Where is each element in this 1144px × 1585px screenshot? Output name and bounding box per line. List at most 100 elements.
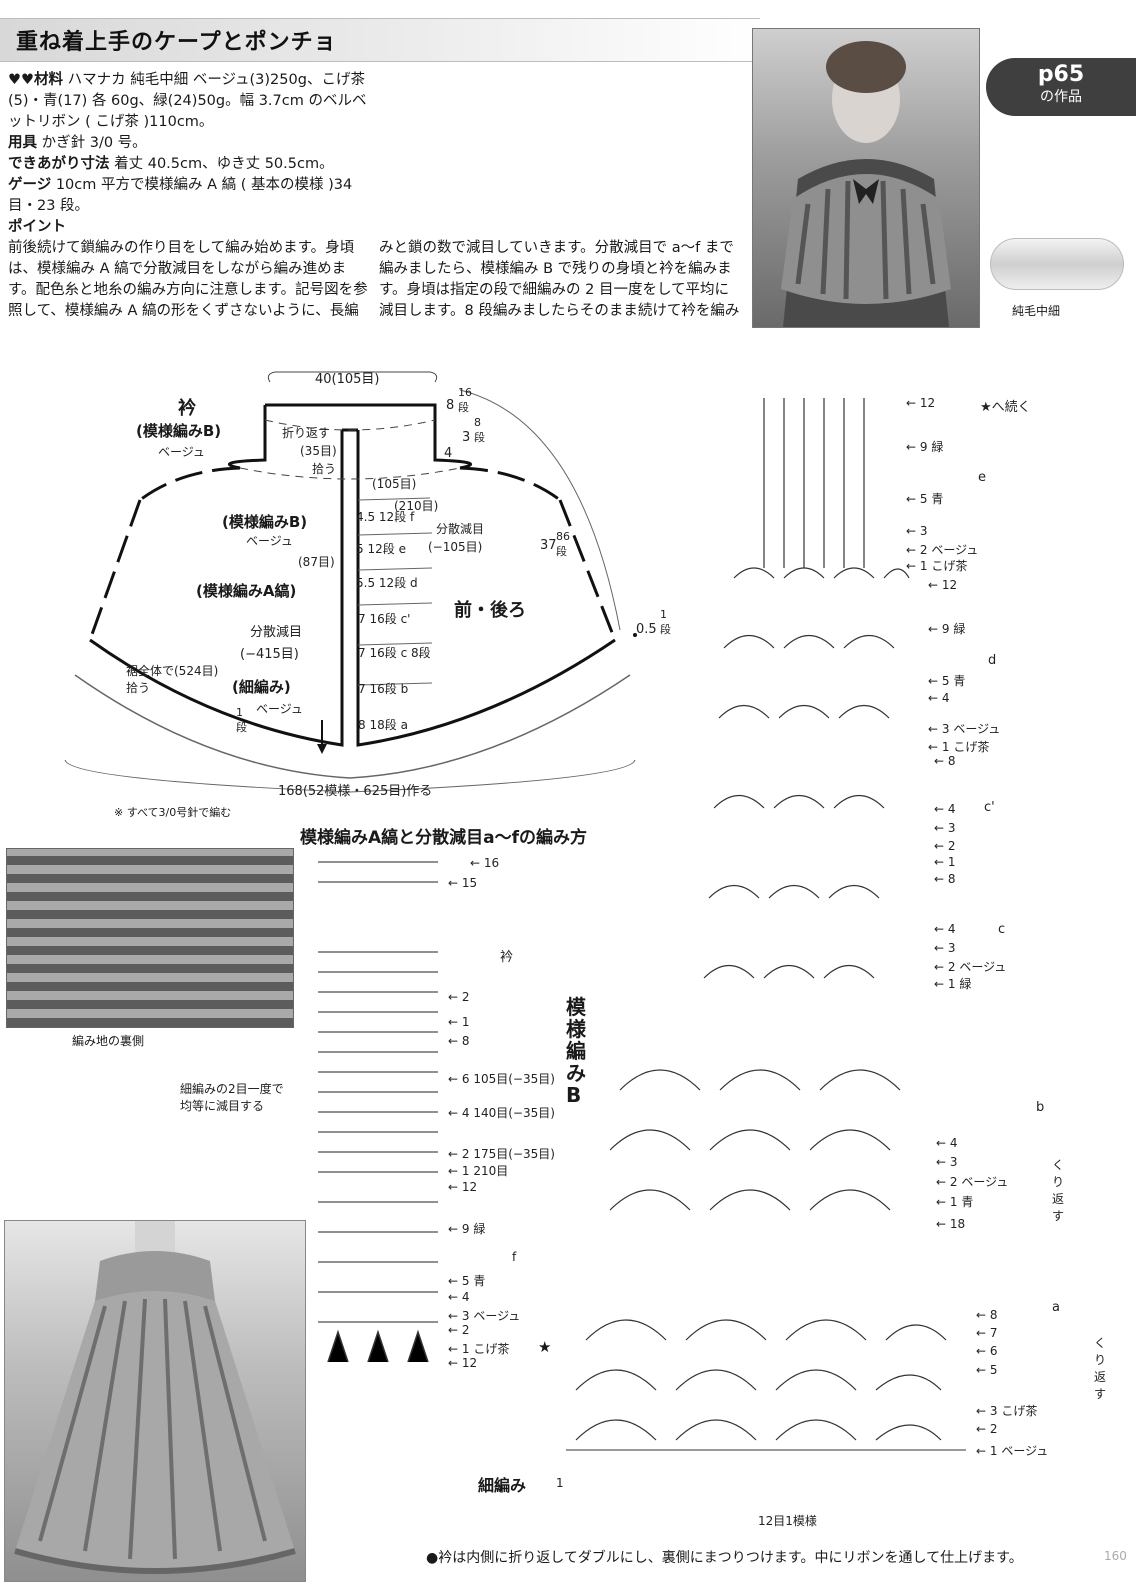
schematic-decrease-right-count: (−105目): [428, 540, 483, 554]
schematic-fold-stitches: (35目): [300, 444, 337, 458]
tools-label: 用具: [8, 135, 37, 151]
row-label: ← 12: [906, 396, 936, 410]
schematic-top-width: 40(105目): [315, 372, 380, 387]
schematic-one-row: 1段: [236, 706, 247, 734]
yarn-sample-image: [990, 238, 1124, 290]
small-row: ← 12: [448, 1180, 478, 1194]
row-label: ← 1: [934, 855, 956, 869]
page-folio: 160: [1104, 1549, 1127, 1563]
segment-e: 5 12段 e: [356, 542, 406, 556]
large-chart-repeat-unit: 12目1模様: [758, 1514, 817, 1528]
model-photo-illustration: [781, 41, 951, 327]
row-label: ← 8: [934, 754, 956, 768]
small-row: ← 8: [448, 1034, 470, 1048]
schematic-bodyA-pattern: (模様編みA縞): [196, 582, 297, 600]
small-row: ← 1 こげ茶: [448, 1342, 510, 1356]
small-row: ← 3 ベージュ: [448, 1309, 521, 1323]
row-label: ← 3: [934, 941, 956, 955]
schematic-side-37: 37: [540, 538, 557, 553]
row-label: ← 1 ベージュ: [976, 1444, 1049, 1458]
size-text: 着丈 40.5cm、ゆき丈 50.5cm。: [114, 156, 334, 172]
section-name-b: b: [1036, 1100, 1045, 1115]
row-label: ← 4: [934, 802, 956, 816]
small-row: ← 5 青: [448, 1274, 486, 1288]
small-chart-grid-lower: [318, 1071, 438, 1363]
row-label: ← 4: [936, 1136, 958, 1150]
small-chart-patternB-label: 模様編みB: [566, 995, 586, 1107]
row-label: ← 2 ベージュ: [936, 1175, 1009, 1189]
row-label: ← 9 緑: [928, 622, 966, 636]
row-label: ← 8: [934, 872, 956, 886]
row-label: ← 7: [976, 1326, 998, 1340]
schematic-sc-label: (細編み): [232, 678, 291, 696]
footer-note: ●衿は内側に折り返してダブルにし、裏側にまつりつけます。中にリボンを通して仕上げ…: [426, 1550, 1023, 1566]
fabric-swatch-photo: [6, 848, 294, 1028]
title-bar: [0, 18, 760, 62]
small-row: ← 2: [448, 990, 470, 1004]
large-chart-upper: [703, 398, 910, 979]
page-badge: p65 の作品: [986, 58, 1136, 116]
row-label: ← 2: [976, 1422, 998, 1436]
schematic-front-back: 前・後ろ: [454, 600, 526, 621]
segment-a: 8 18段 a: [358, 718, 408, 732]
segment-c: 7 16段 c 8段: [358, 646, 431, 660]
section-name-c-prime: c': [984, 800, 995, 815]
row-label: ← 8: [976, 1308, 998, 1322]
row-label: ← 1 こげ茶: [928, 740, 990, 754]
small-row: ← 4 140目(−35目): [448, 1106, 555, 1120]
row-label: ← 2 ベージュ: [934, 960, 1007, 974]
schematic-row-8: 8: [446, 398, 455, 413]
large-chart-continue: ★へ続く: [980, 400, 1031, 415]
cape-mannequin-illustration: [14, 1221, 296, 1574]
section-name-c: c: [998, 922, 1006, 937]
row-label: ← 1 青: [936, 1195, 974, 1209]
row-label: ← 4: [928, 691, 950, 705]
schematic-row-4: 4: [444, 446, 453, 461]
large-chart-a: [566, 1319, 966, 1451]
row-label: ← 3 こげ茶: [976, 1404, 1038, 1418]
schematic-bottom-width: 168(52模様・625目)作る: [278, 784, 433, 799]
small-row: ← 1 210目: [448, 1164, 509, 1178]
small-row: ← 16: [470, 856, 500, 870]
schematic-st210: (210目): [394, 499, 439, 513]
small-chart-title: 模様編みA縞と分散減目a～fの編み方: [300, 828, 588, 848]
small-row-f: f: [512, 1250, 517, 1264]
section-name-e: e: [978, 470, 986, 485]
materials-label: ♥♥材料: [8, 72, 63, 88]
schematic-bodyB-color: ベージュ: [246, 534, 293, 548]
materials-text: ハマナカ 純毛中細 ベージュ(3)250g、こげ茶(5)・青(17) 各 60g…: [8, 72, 367, 130]
schematic-side-1: 1段: [660, 608, 671, 636]
badge-subtitle: の作品: [1040, 89, 1082, 105]
schematic-collar-title: 衿: [178, 398, 196, 419]
row-label: ← 9 緑: [906, 440, 944, 454]
small-row: ← 15: [448, 876, 478, 890]
small-chart-collar-label: 衿: [500, 950, 514, 965]
schematic-bodyB-pattern: (模様編みB): [222, 513, 308, 531]
small-chart-grid: [318, 861, 438, 1053]
row-label: ← 3: [934, 821, 956, 835]
repeat-label-b: くり返す: [1052, 1158, 1065, 1223]
schematic-side-05: 0.5: [636, 622, 657, 637]
segment-d: 5.5 12段 d: [356, 576, 418, 590]
schematic-decrease-right: 分散減目: [436, 522, 485, 536]
small-chart-sc2tog-note: 細編みの2目一度で均等に減目する: [180, 1082, 284, 1113]
schematic-fold: 折り返す: [282, 426, 331, 440]
cape-mannequin-photo: [4, 1220, 306, 1582]
segment-b: 7 16段 b: [358, 682, 409, 696]
segment-f: 4.5 12段 f: [356, 510, 415, 524]
schematic-collar-color: ベージュ: [158, 445, 205, 459]
schematic-row-3: 3: [462, 430, 471, 445]
small-row: ← 2 175目(−35目): [448, 1147, 555, 1161]
point-label: ポイント: [8, 219, 66, 235]
row-label: ← 5 青: [906, 492, 944, 506]
large-chart-sc-row: 1: [556, 1476, 564, 1490]
segment-c-prime: 7 16段 c': [358, 612, 411, 626]
row-label: ← 6: [976, 1344, 998, 1358]
schematic-row-8b: 8段: [474, 416, 485, 444]
row-label: ← 12: [928, 578, 958, 592]
point-text: 前後続けて鎖編みの作り目をして編み始めます。身頃は、模様編み A 縞で分散減目を…: [8, 240, 740, 319]
row-label: ← 3: [906, 524, 928, 538]
small-row: ← 9 緑: [448, 1222, 486, 1236]
schematic-decrease-label: 分散減目: [250, 625, 303, 640]
page-title: 重ね着上手のケープとポンチョ: [16, 30, 337, 55]
